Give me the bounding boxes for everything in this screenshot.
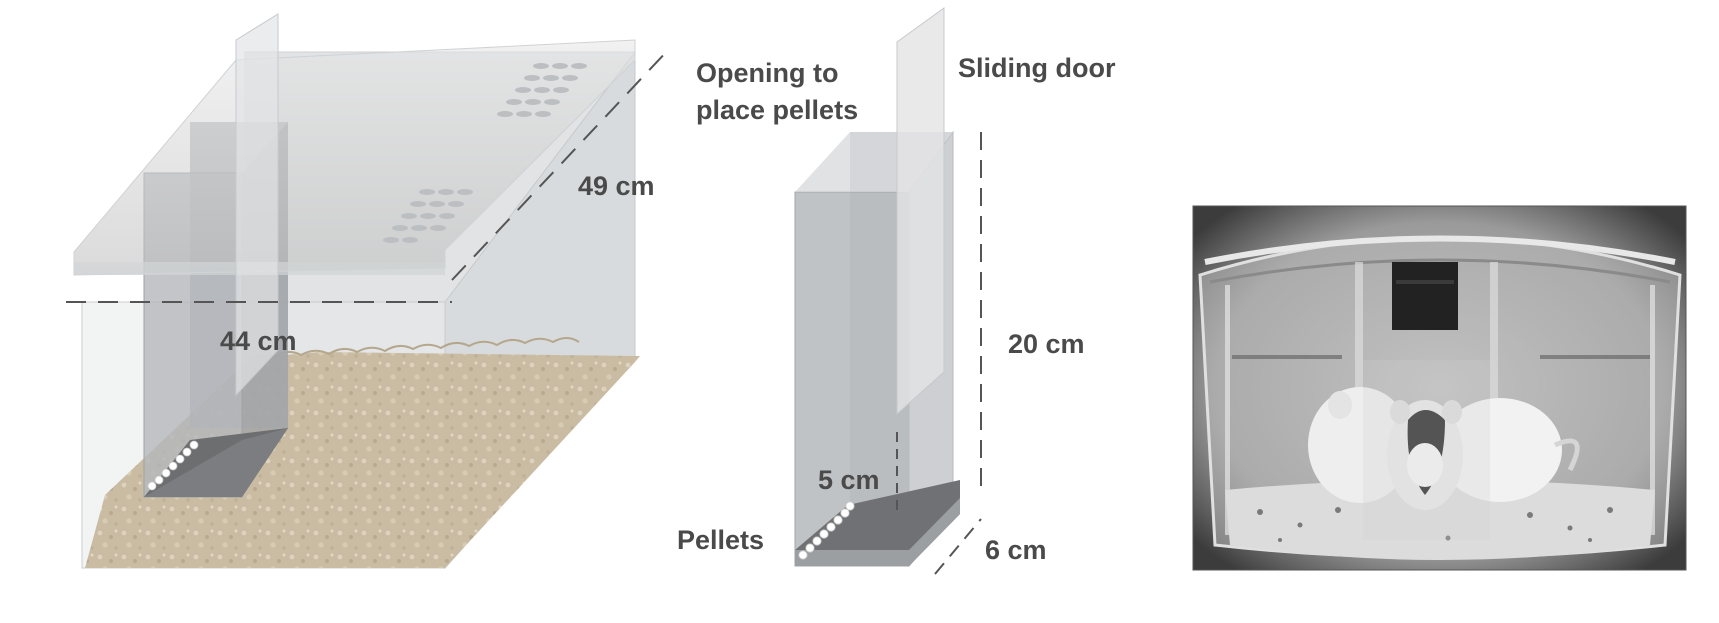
label-depth-large: 49 cm bbox=[578, 171, 655, 201]
lid-holes bbox=[383, 63, 587, 243]
bedding-edge bbox=[249, 337, 580, 361]
home-cage bbox=[66, 13, 671, 570]
photo-frame bbox=[1192, 205, 1687, 571]
small-depth-dimension-line bbox=[934, 518, 982, 575]
label-opening-line1: Opening to bbox=[696, 58, 838, 88]
pellets-small bbox=[798, 501, 855, 560]
label-pellets: Pellets bbox=[677, 525, 764, 555]
label-sliding-door: Sliding door bbox=[958, 53, 1116, 83]
label-height-small: 20 cm bbox=[1008, 329, 1085, 359]
label-width-large: 44 cm bbox=[220, 326, 297, 356]
small-box-floor-front bbox=[795, 498, 960, 566]
pellets-large bbox=[147, 440, 199, 491]
label-opening-line2: place pellets bbox=[696, 95, 858, 125]
cage-photo bbox=[1193, 206, 1686, 570]
small-sliding-door bbox=[896, 7, 945, 416]
pellet-box bbox=[794, 7, 982, 575]
large-sliding-door bbox=[235, 13, 279, 397]
label-depth-small: 6 cm bbox=[985, 535, 1047, 565]
pellet-box-floor-front bbox=[144, 428, 288, 497]
depth-dimension-line bbox=[451, 47, 671, 281]
label-gap-small: 5 cm bbox=[818, 465, 880, 495]
